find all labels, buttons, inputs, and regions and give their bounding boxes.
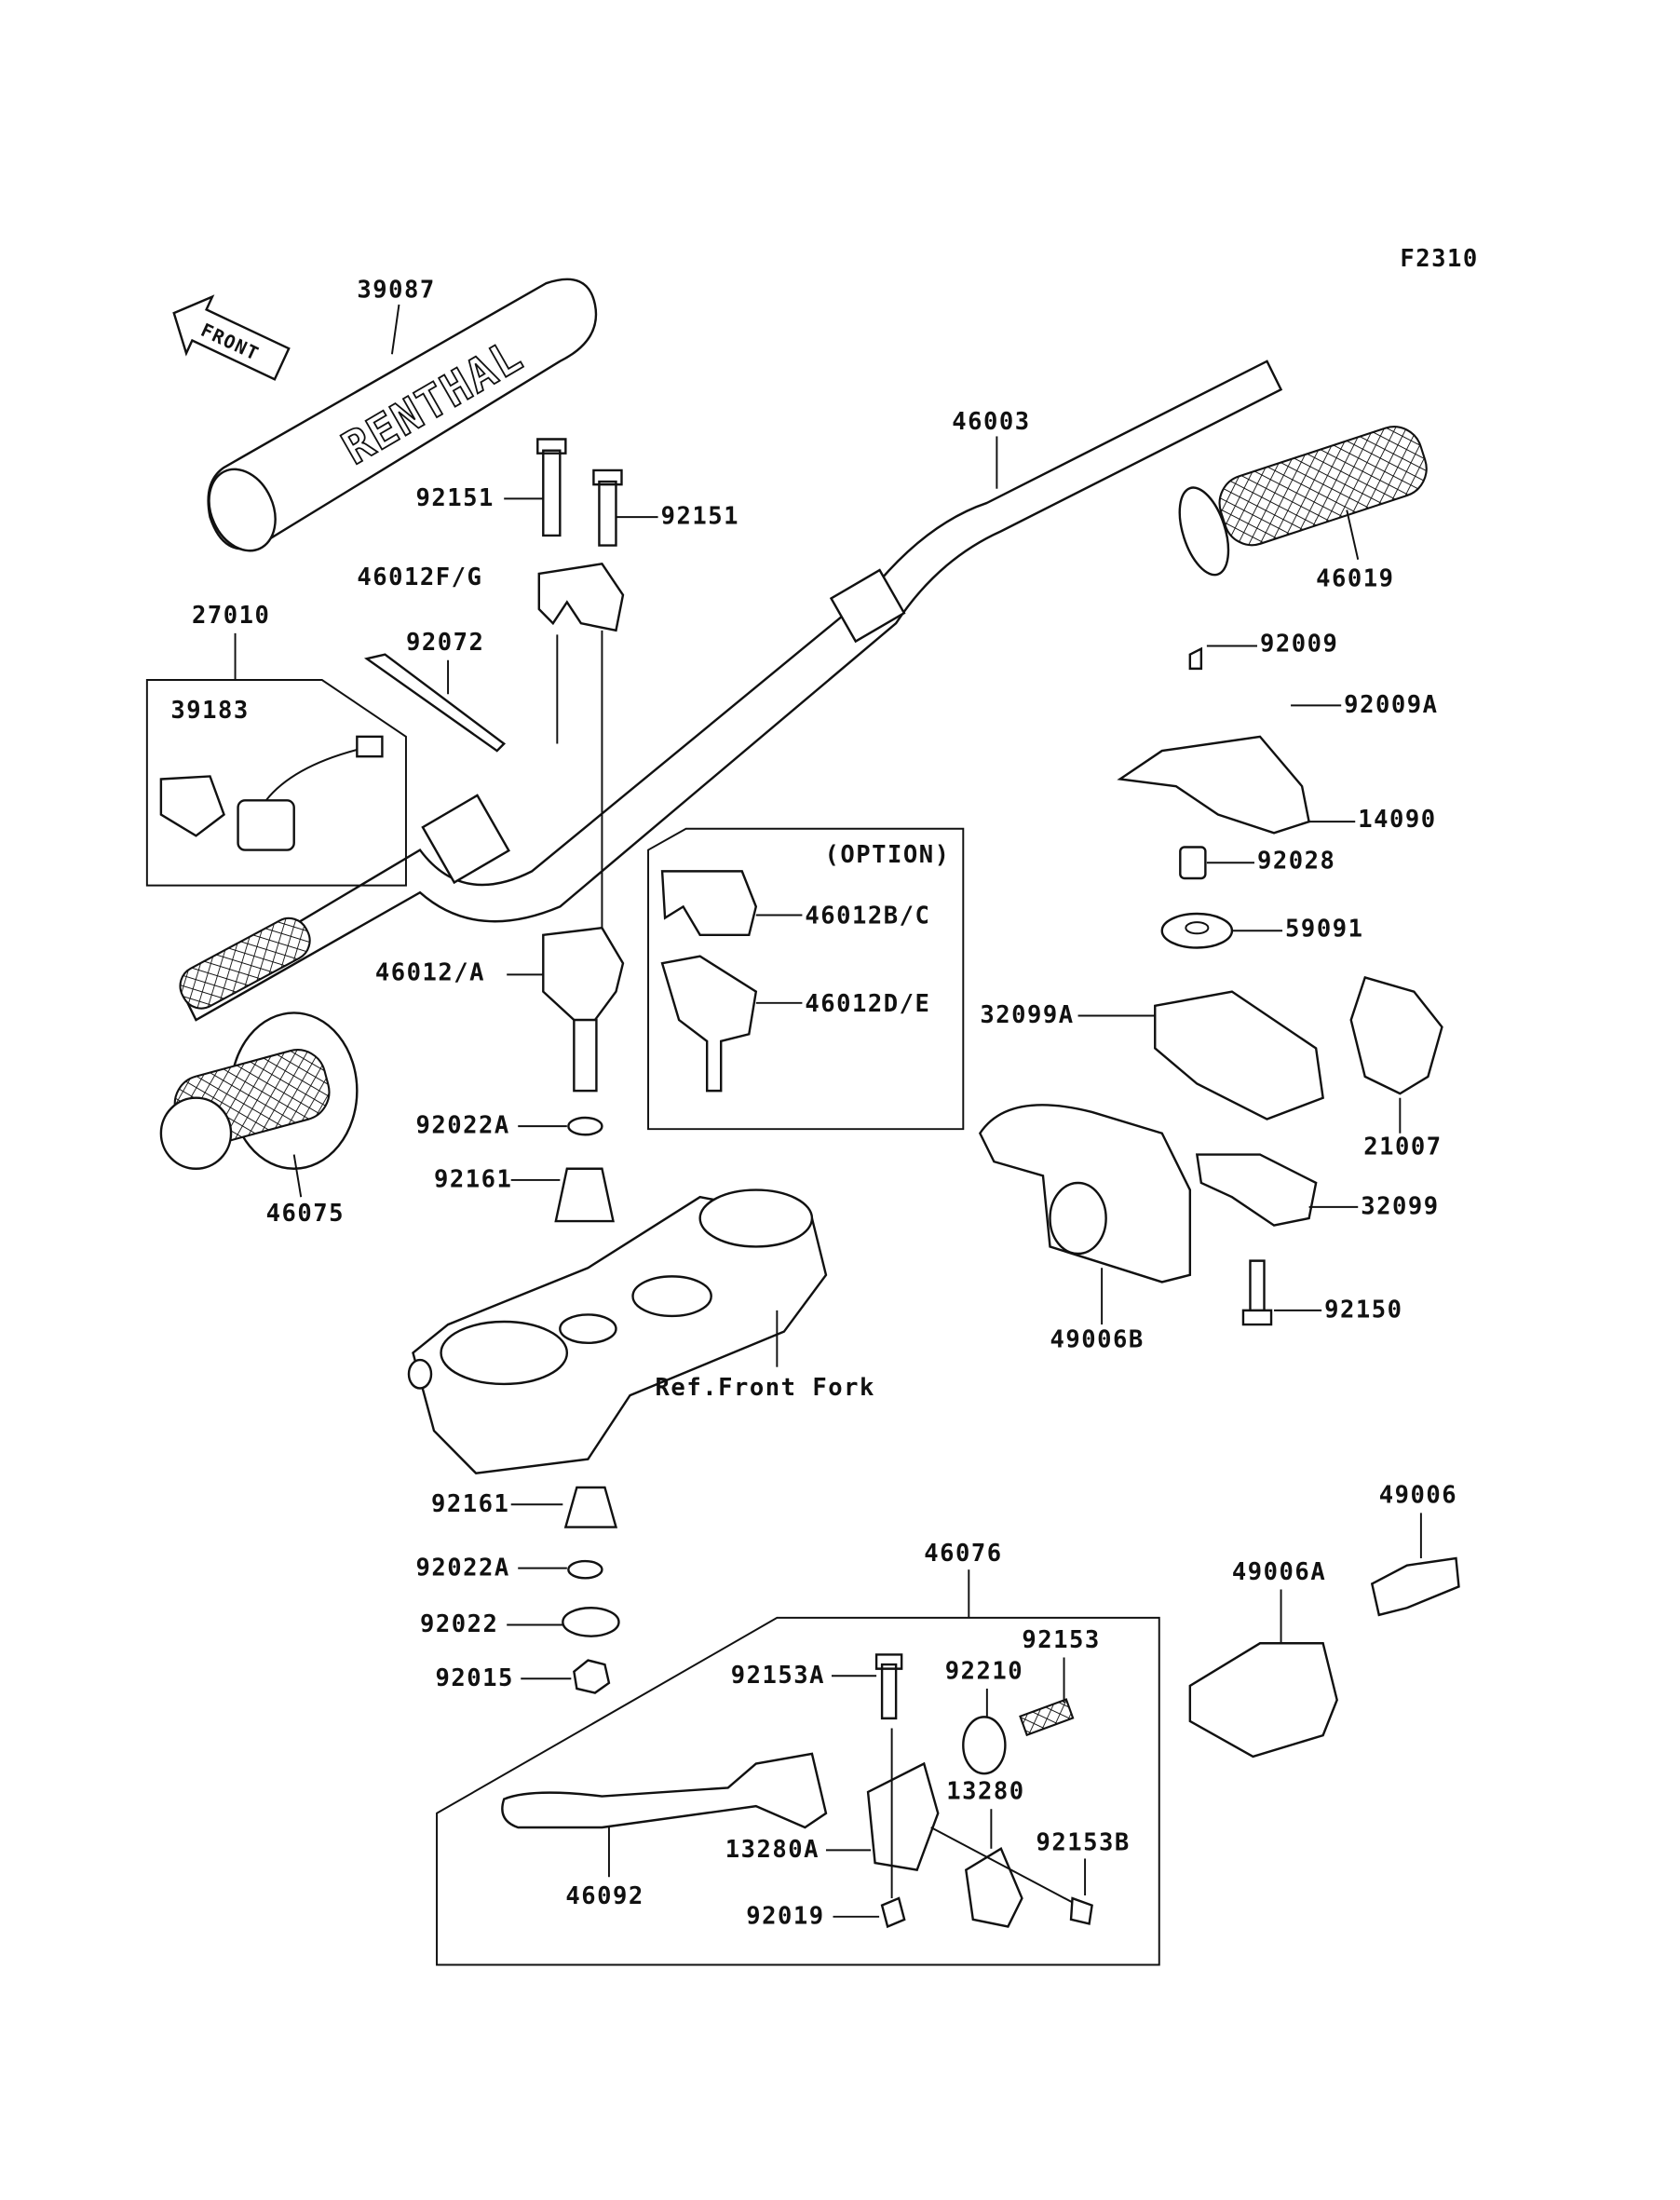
- throttle-pulley: [1349, 975, 1443, 1095]
- label-92022a-bottom: 92022A: [415, 1554, 509, 1582]
- clutch-lever: [501, 1752, 828, 1829]
- label-92028: 92028: [1257, 847, 1335, 875]
- label-27010: 27010: [192, 602, 270, 630]
- label-49006a: 49006A: [1232, 1558, 1326, 1586]
- label-92151-left: 92151: [415, 484, 494, 512]
- label-92210: 92210: [945, 1657, 1023, 1685]
- throttle-housing-upper: [1154, 990, 1324, 1120]
- kill-switch: [159, 735, 384, 851]
- label-13280: 13280: [946, 1777, 1024, 1805]
- figure-code: F2310: [1400, 245, 1478, 273]
- label-46075: 46075: [266, 1200, 345, 1228]
- label-46012a: 46012/A: [375, 958, 485, 986]
- cable-tie: [363, 653, 507, 753]
- label-92009: 92009: [1260, 630, 1338, 658]
- left-grip: [159, 1012, 359, 1170]
- label-92015: 92015: [436, 1664, 514, 1692]
- label-46019: 46019: [1316, 565, 1394, 593]
- label-92022: 92022: [420, 1610, 498, 1638]
- right-grip: [1178, 426, 1428, 577]
- front-arrow-icon: FRONT: [172, 294, 291, 381]
- label-46012fg: 46012F/G: [357, 564, 482, 591]
- handlebar: [179, 360, 1283, 1022]
- label-92153: 92153: [1022, 1626, 1100, 1654]
- label-92161-top: 92161: [434, 1165, 512, 1193]
- handlebar-holder: [542, 926, 625, 1093]
- label-21007: 21007: [1363, 1133, 1442, 1161]
- throttle-cover: [1117, 735, 1311, 835]
- label-59091: 59091: [1285, 915, 1363, 943]
- label-49006b: 49006B: [1050, 1325, 1145, 1353]
- label-46076: 46076: [924, 1540, 1002, 1568]
- label-92151-right: 92151: [661, 503, 739, 531]
- label-92150: 92150: [1324, 1296, 1402, 1324]
- lever-holder: [866, 1761, 940, 1871]
- label-13280a: 13280A: [725, 1836, 820, 1864]
- label-92072: 92072: [406, 629, 484, 657]
- ref-front-fork-note: Ref.Front Fork: [656, 1374, 875, 1402]
- steering-stem-top-clamp: [407, 1188, 828, 1475]
- label-46012bc: 46012B/C: [805, 903, 930, 930]
- option-box-title: (OPTION): [824, 841, 950, 869]
- label-14090: 14090: [1358, 806, 1436, 834]
- label-92019: 92019: [746, 1902, 824, 1930]
- label-39087: 39087: [357, 276, 435, 304]
- label-46092: 46092: [565, 1882, 644, 1910]
- label-46003: 46003: [952, 408, 1030, 436]
- label-92153b: 92153B: [1036, 1828, 1130, 1856]
- label-32099a: 32099A: [980, 1001, 1074, 1029]
- label-92009a: 92009A: [1344, 691, 1438, 719]
- label-92161-bottom: 92161: [431, 1490, 509, 1518]
- label-46012de: 46012D/E: [805, 990, 930, 1018]
- label-92022a-top: 92022A: [415, 1112, 509, 1140]
- label-92153a: 92153A: [731, 1662, 825, 1690]
- label-39183: 39183: [170, 697, 249, 725]
- throttle-housing-lower: [1195, 1153, 1318, 1227]
- label-49006: 49006: [1379, 1482, 1457, 1510]
- label-32099: 32099: [1361, 1192, 1439, 1220]
